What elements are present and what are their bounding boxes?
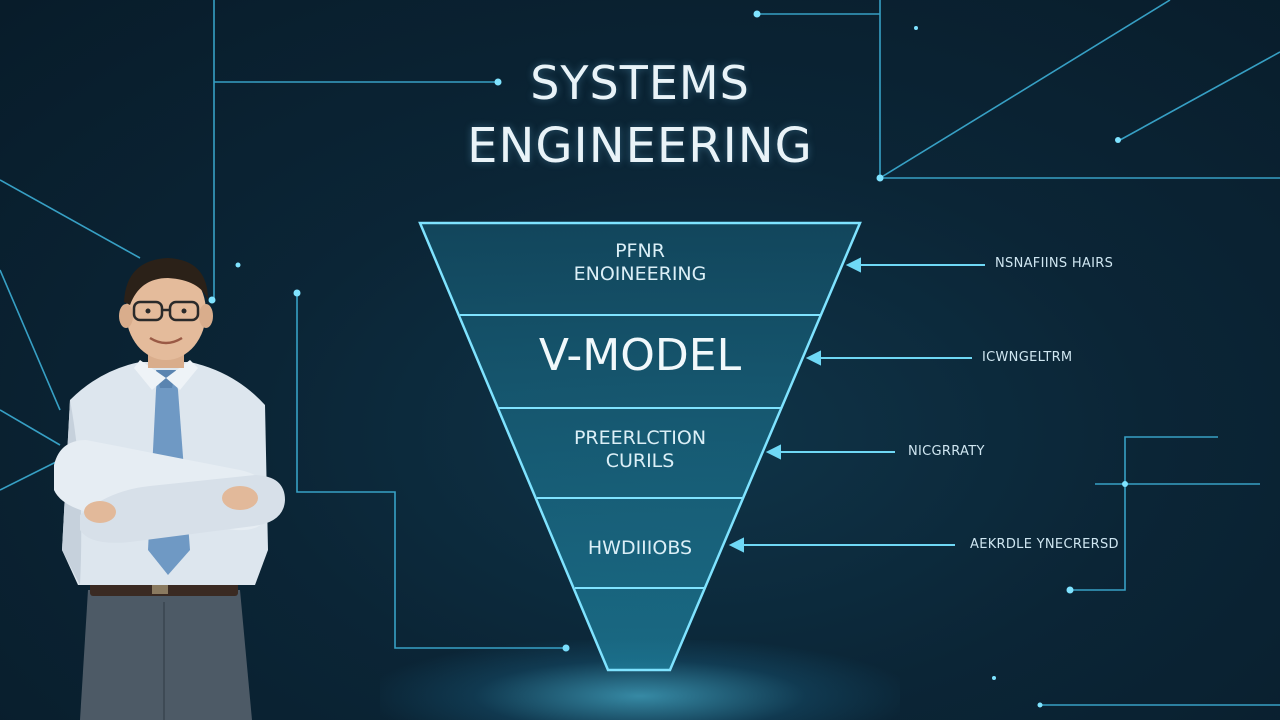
funnel-stage-1-label: PFNR ENOINEERING — [440, 240, 840, 286]
funnel-stage-2-label: V-MODEL — [538, 330, 742, 381]
funnel-body — [418, 221, 862, 672]
side-label-4: AEKRDLE YNECRERSD — [970, 537, 1119, 552]
side-label-1: NSNAFIINS HAIRS — [995, 256, 1114, 271]
funnel-stage-1-line-2: ENOINEERING — [573, 262, 707, 285]
presenter-figure — [54, 258, 285, 720]
funnel-stage-3-label: PREERLCTION CURILS — [440, 427, 840, 473]
funnel-stage-3-line-1: PREERLCTION — [573, 427, 707, 449]
funnel-stage-4-label: HWDIIIOBS — [587, 537, 693, 559]
page-title-line-2: ENGINEERING — [467, 118, 813, 174]
funnel-stage-3-line-2: CURILS — [605, 449, 675, 472]
side-label-2: ICWNGELTRM — [982, 350, 1073, 365]
side-label-3: NICGRRATY — [908, 444, 985, 459]
funnel-stage-1-line-1: PFNR — [615, 240, 665, 262]
page-title-line-1: SYSTEMS — [530, 56, 750, 110]
